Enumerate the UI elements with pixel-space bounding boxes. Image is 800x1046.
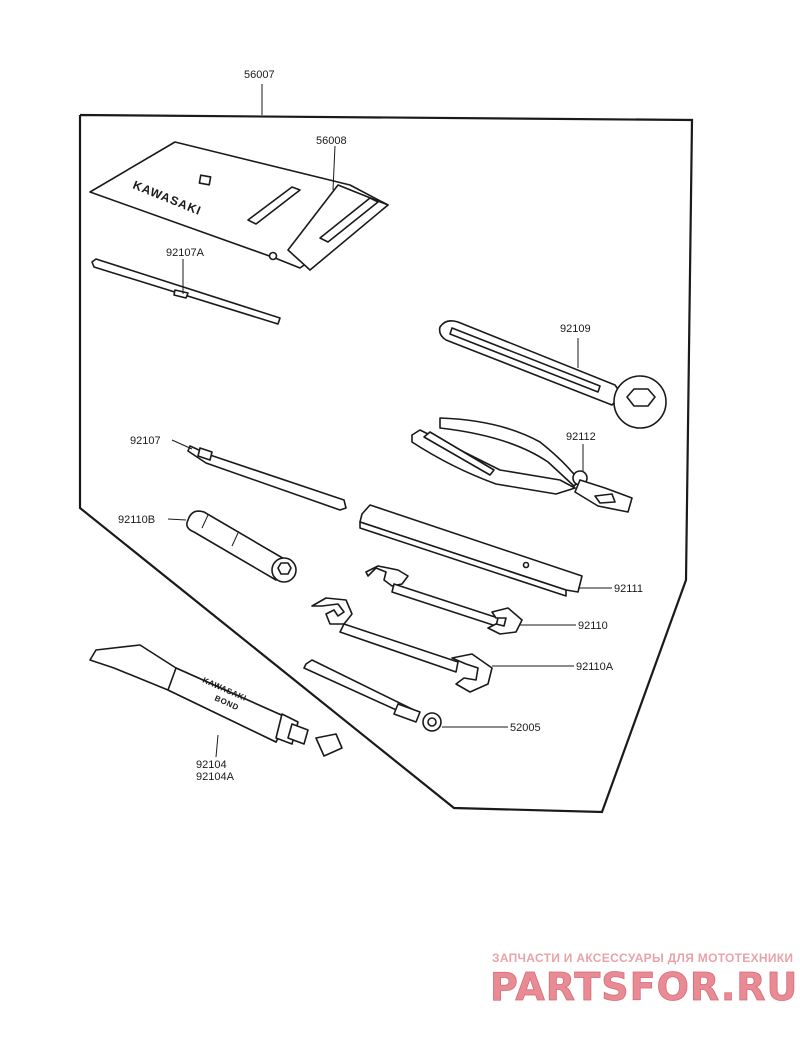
- handle-bar: [303, 659, 442, 732]
- open-wrench: [365, 565, 523, 635]
- label-92104: 92104: [196, 759, 227, 771]
- ring-wrench: [438, 320, 667, 429]
- label-92111: 92111: [614, 583, 643, 595]
- spanner-plate: [359, 504, 583, 597]
- tool-bag: KAWASAKI: [89, 141, 389, 271]
- label-92110: 92110: [578, 620, 608, 632]
- label-56007: 56007: [244, 69, 275, 81]
- kit-frame: [78, 84, 694, 814]
- watermark-logo: PARTSFOR.RU: [490, 965, 798, 1009]
- pliers: [411, 417, 633, 513]
- label-56008: 56008: [316, 135, 347, 147]
- label-92112: 92112: [566, 431, 596, 443]
- label-92104a: 92104A: [196, 771, 235, 783]
- watermark: ЗАПЧАСТИ И АКСЕССУАРЫ ДЛЯ МОТОТЕХНИКИ PA…: [490, 951, 798, 1009]
- bond-tube: KAWASAKI BOND: [89, 644, 343, 757]
- label-92107: 92107: [130, 435, 161, 447]
- screwdriver: [187, 445, 347, 511]
- label-92110a: 92110A: [576, 661, 614, 673]
- socket-wrench: [186, 510, 297, 583]
- open-wrench-a: [311, 597, 493, 693]
- label-92109: 92109: [560, 323, 591, 335]
- label-92110b: 92110B: [118, 514, 155, 526]
- screwdriver-a: [91, 258, 281, 325]
- watermark-tagline: ЗАПЧАСТИ И АКСЕССУАРЫ ДЛЯ МОТОТЕХНИКИ: [492, 951, 793, 965]
- label-52005: 52005: [510, 722, 541, 734]
- label-92107a: 92107A: [166, 247, 205, 259]
